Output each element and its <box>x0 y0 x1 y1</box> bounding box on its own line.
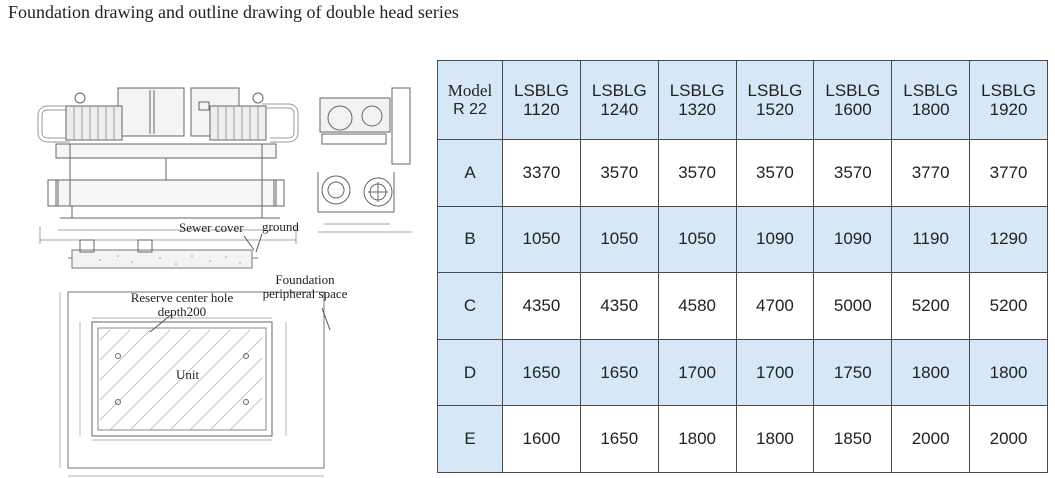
outline-drawing <box>37 87 412 477</box>
table-cell: 3770 <box>969 139 1048 207</box>
table-cell: 3370 <box>502 139 581 207</box>
drawing-area: Sewer cover ground Foundation peripheral… <box>0 40 430 478</box>
table-row-d: D 1650 1650 1700 1700 1750 1800 1800 <box>437 338 1048 407</box>
model-number: 1240 <box>600 100 639 119</box>
table-cell: 1190 <box>891 205 971 274</box>
table-cell: 4700 <box>735 272 815 340</box>
table-cell: 3570 <box>813 139 893 207</box>
reserve-hole-line2: depth200 <box>157 304 207 319</box>
page-title: Foundation drawing and outline drawing o… <box>8 2 459 22</box>
reserve-hole-line1: Reserve center hole <box>130 290 234 305</box>
table-cell: 1050 <box>502 205 581 274</box>
table-cell: 5200 <box>891 272 971 340</box>
model-series: LSBLG <box>825 81 881 100</box>
foundation-space-line2: peripheral space <box>262 286 348 301</box>
table-cell: 5200 <box>969 272 1048 340</box>
table-cell: 1750 <box>813 338 893 407</box>
table-cell: 5000 <box>813 272 893 340</box>
table-cell: 4350 <box>502 272 581 340</box>
table-cell: 3570 <box>735 139 815 207</box>
table-cell: 1050 <box>579 205 659 274</box>
table-cell: 4580 <box>657 272 737 340</box>
table-cell: 2000 <box>891 405 971 473</box>
table-cell: 1650 <box>502 338 581 407</box>
table-cell: 2000 <box>969 405 1048 473</box>
foundation-space-label: Foundation peripheral space <box>250 273 360 301</box>
model-header-cell: Model R 22 <box>437 60 503 140</box>
model-number: 1920 <box>989 100 1028 119</box>
foundation-section <box>68 233 263 269</box>
row-label: C <box>437 272 503 340</box>
refrigerant-label: R 22 <box>453 101 487 118</box>
reserve-hole-label: Reserve center hole depth200 <box>120 291 244 319</box>
table-cell: 1850 <box>813 405 893 473</box>
model-number: 1520 <box>756 100 794 119</box>
row-label: A <box>437 139 503 207</box>
table-cell: 1290 <box>969 205 1048 274</box>
model-series: LSBLG <box>981 81 1036 100</box>
model-label: Model <box>447 81 493 100</box>
table-cell: 4350 <box>579 272 659 340</box>
table-cell: 1800 <box>657 405 737 473</box>
model-number: 1120 <box>523 100 560 119</box>
model-series: LSBLG <box>669 81 725 100</box>
table-row-b: B 1050 1050 1050 1090 1090 1190 1290 <box>437 205 1048 274</box>
row-label: E <box>437 405 503 473</box>
model-number: 1320 <box>678 100 717 119</box>
table-cell: 1650 <box>579 338 659 407</box>
table-cell: 1800 <box>735 405 815 473</box>
model-series: LSBLG <box>514 81 569 100</box>
table-cell: 1650 <box>579 405 659 473</box>
table-cell: 1700 <box>657 338 737 407</box>
table-cell: 3570 <box>579 139 659 207</box>
table-cell: 1800 <box>969 338 1048 407</box>
model-series: LSBLG <box>591 81 647 100</box>
chiller-side-view <box>317 87 412 233</box>
table-cell: 1600 <box>502 405 581 473</box>
row-label: D <box>437 338 503 407</box>
table-cell: 1090 <box>813 205 893 274</box>
table-cell: 1090 <box>735 205 815 274</box>
table-cell: 3570 <box>657 139 737 207</box>
table-row-e: E 1600 1650 1800 1800 1850 2000 2000 <box>437 405 1048 473</box>
model-series: LSBLG <box>903 81 959 100</box>
ground-label: ground <box>262 219 299 234</box>
table-row-a: A 3370 3570 3570 3570 3570 3770 3770 <box>437 139 1048 207</box>
model-number: 1800 <box>911 100 950 119</box>
chiller-front-view <box>37 87 299 244</box>
unit-label: Unit <box>176 367 200 382</box>
table-row-c: C 4350 4350 4580 4700 5000 5200 5200 <box>437 272 1048 340</box>
foundation-space-line1: Foundation <box>275 272 335 287</box>
model-number: 1600 <box>833 100 872 119</box>
row-label: B <box>437 205 503 274</box>
table-cell: 1050 <box>657 205 737 274</box>
table-cell: 1700 <box>735 338 815 407</box>
foundation-plan <box>59 291 331 477</box>
sewer-cover-label: Sewer cover <box>179 220 244 235</box>
model-series: LSBLG <box>747 81 803 100</box>
table-cell: 3770 <box>891 139 971 207</box>
table-cell: 1800 <box>891 338 971 407</box>
